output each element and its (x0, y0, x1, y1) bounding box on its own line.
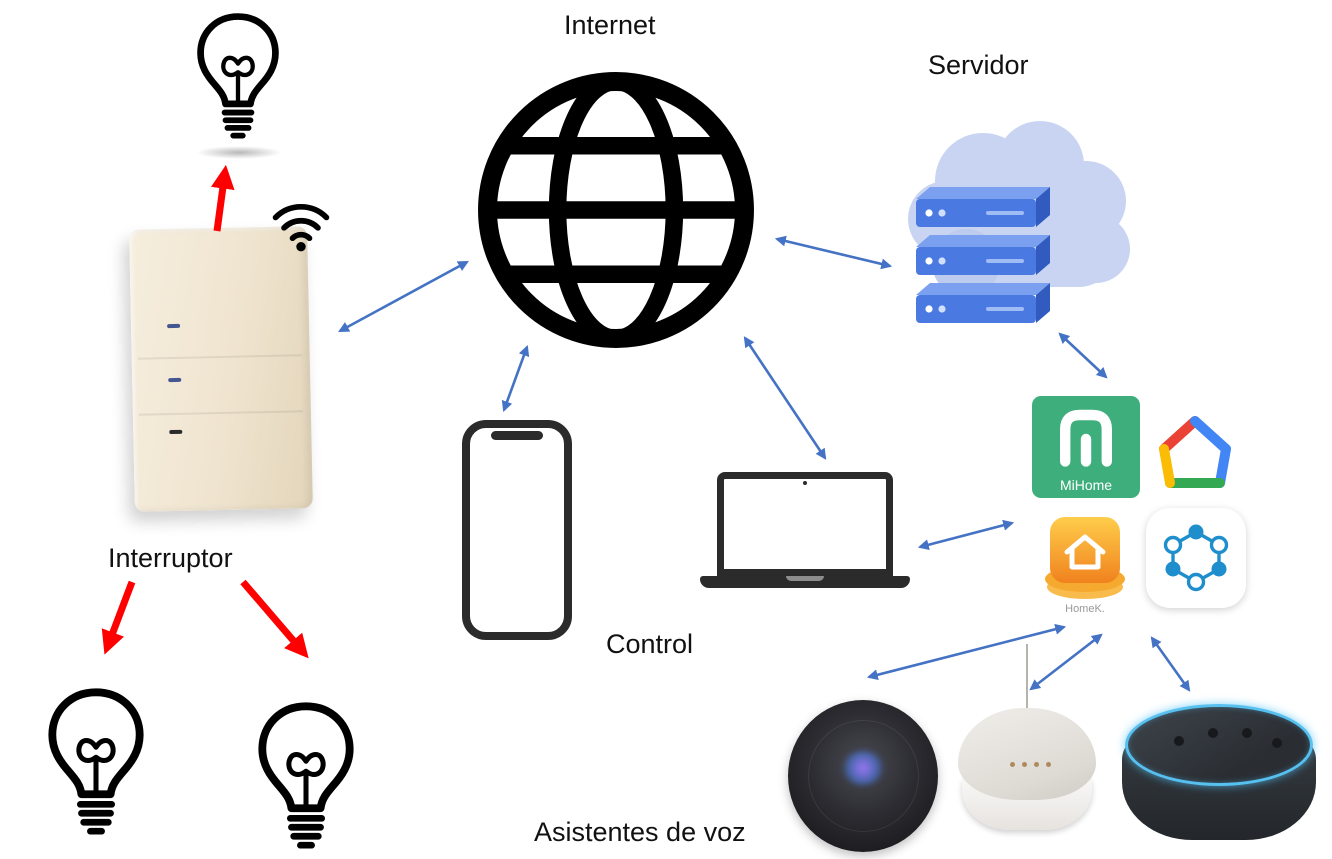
arrow-apps-google-mini (1029, 633, 1103, 691)
homepod-ring (807, 719, 919, 833)
light-bulb-top-icon (190, 8, 286, 148)
power-cable (1026, 644, 1028, 714)
light-bulb-bottom-right-icon (250, 696, 362, 859)
arrow-interruptor-internet (338, 260, 469, 333)
echo-top (1125, 704, 1313, 786)
google-home-mini-speaker (958, 644, 1096, 830)
homekit-label: HomeK. (1065, 603, 1105, 615)
homekit-glyph (1045, 517, 1125, 599)
mihome-glyph (1060, 409, 1112, 467)
echo-button (1242, 728, 1252, 738)
wifi-icon (272, 204, 330, 252)
homepod-speaker (788, 700, 938, 852)
echo-button (1272, 738, 1282, 748)
laptop-base (700, 576, 910, 588)
laptop-hinge (786, 576, 824, 581)
arrow-switch-bulb-top (210, 164, 235, 232)
arrow-apps-echo-dot (1150, 636, 1191, 692)
led-dot (1034, 762, 1039, 767)
laptop-icon (700, 472, 910, 600)
asistentes-de-voz-label: Asistentes de voz (534, 817, 746, 847)
arrow-internet-laptop (743, 336, 827, 460)
arrow-switch-bulb-right (240, 579, 309, 659)
laptop-screen (717, 472, 893, 576)
switch-indicator (168, 377, 182, 383)
switch-indicator (169, 429, 183, 435)
homekit-app-icon: HomeK. (1040, 515, 1130, 615)
arrow-servidor-apps (1058, 332, 1108, 379)
internet-label: Internet (564, 10, 656, 40)
smartphone-icon (462, 420, 572, 640)
mihome-label: MiHome (1059, 477, 1113, 493)
echo-dot-speaker (1122, 704, 1316, 842)
light-bulb-bottom-left-icon (40, 682, 152, 846)
arrow-internet-smartphone (501, 344, 530, 413)
internet-globe-icon (478, 72, 754, 348)
arrow-switch-bulb-left (101, 580, 136, 655)
switch-indicator (167, 323, 181, 329)
laptop-camera-dot (803, 481, 807, 485)
phone-notch (491, 431, 543, 440)
arrow-internet-servidor (774, 235, 893, 270)
mihome-app-icon: MiHome (1032, 396, 1140, 498)
switch-divider (137, 354, 302, 360)
led-dot (1010, 762, 1015, 767)
control-label: Control (606, 629, 694, 659)
led-dot (1022, 762, 1027, 767)
bulb-shadow (196, 146, 282, 159)
switch-divider (138, 410, 303, 416)
led-dot (1046, 762, 1051, 767)
echo-button (1208, 728, 1218, 738)
arrow-apps-homepod (866, 623, 1067, 681)
server-cloud-icon (908, 121, 1130, 323)
servidor-label: Servidor (928, 50, 1029, 80)
mini-fabric-top (958, 708, 1096, 800)
arrow-laptop-apps (917, 519, 1015, 551)
wall-switch (129, 226, 313, 512)
server-stack (916, 187, 1050, 323)
siri-glow (842, 751, 884, 786)
interruptor-label: Interruptor (108, 543, 233, 573)
google-home-app-icon (1159, 416, 1231, 488)
smartthings-glyph (1163, 524, 1229, 592)
smartthings-app-icon (1146, 508, 1246, 608)
echo-button (1174, 736, 1184, 746)
